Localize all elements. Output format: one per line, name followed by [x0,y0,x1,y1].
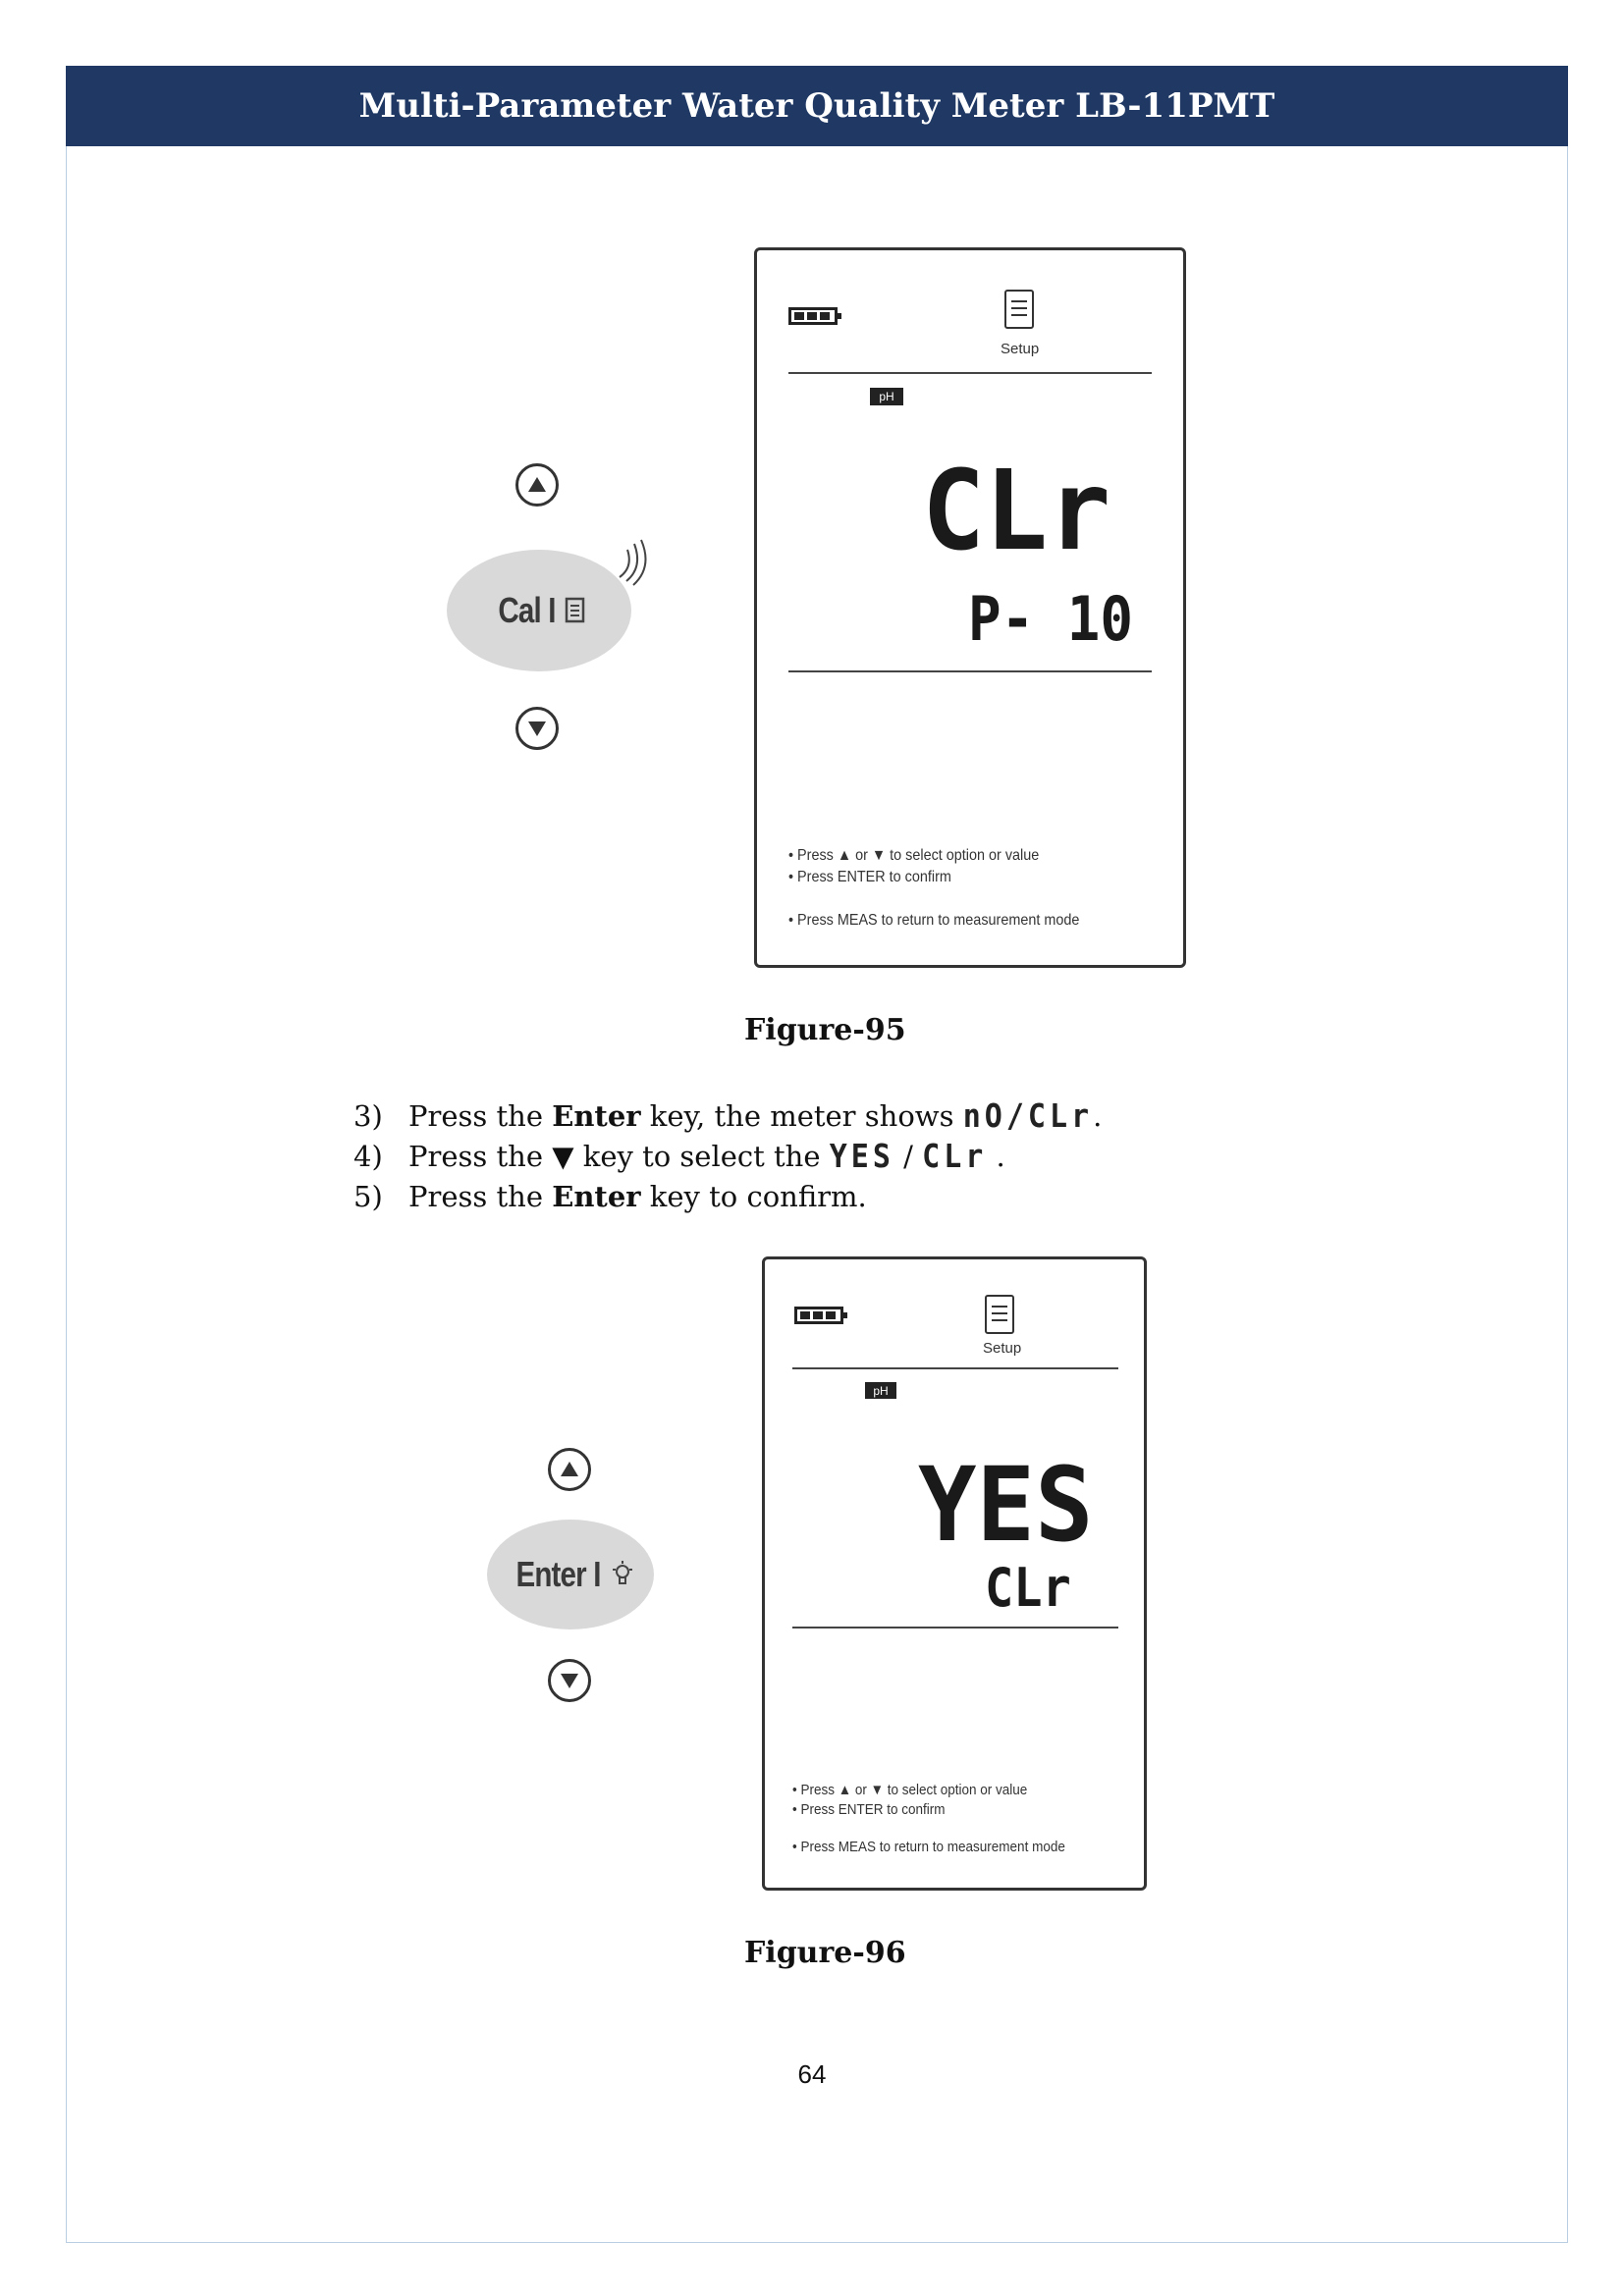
step-text: / [893,1140,923,1173]
figure-95-lcd: Setup pH CLr P- 10 • Press ▲ or ▼ to sel… [754,247,1186,968]
press-signal-icon [619,539,647,586]
step-text: key, the meter shows [640,1099,963,1133]
step-text: Press the [408,1099,553,1133]
lcd-main-text: YES [918,1445,1094,1565]
step-number: 4) [353,1140,383,1173]
down-arrow-button [548,1659,591,1702]
backlight-bulb-icon [612,1561,632,1584]
header-bar: Multi-Parameter Water Quality Meter LB-1… [66,66,1568,146]
page-number: 64 [797,2059,827,2089]
down-arrow-button [515,707,559,750]
ph-badge: pH [870,388,903,405]
step-text: key to confirm. [640,1180,867,1213]
cal-key-label: Cal I [498,590,557,630]
lcd-top-rule [788,372,1152,374]
lcd-sub-text: CLr [985,1557,1071,1619]
lcd-inline-text: YES [829,1138,894,1176]
lcd-bottom-rule [788,670,1152,672]
up-arrow-button [548,1448,591,1491]
lcd-hint: • Press ENTER to confirm [788,869,951,885]
setup-doc-icon [565,597,584,623]
battery-icon [788,307,841,325]
lcd-sub-text: P- 10 [968,583,1133,655]
lcd-inline-text: CLr [922,1138,988,1176]
enter-key: Enter I [487,1520,654,1629]
lcd-inline-text: nO/CLr [962,1097,1094,1136]
lcd-main-text: CLr [922,448,1111,575]
step-bold: Enter [552,1180,641,1213]
battery-icon [794,1307,847,1324]
step-text: Press the [408,1180,553,1213]
ph-badge: pH [865,1382,896,1399]
down-triangle-icon [528,721,546,736]
figure-96-caption: Figure-96 [744,1936,906,1970]
step-5: 5) Press the Enter key to confirm. [353,1177,1102,1216]
instruction-steps: 3) Press the Enter key, the meter shows … [353,1096,1102,1216]
enter-key-label: Enter I [515,1554,602,1594]
document-title: Multi-Parameter Water Quality Meter LB-1… [358,86,1275,126]
up-triangle-icon [561,1462,578,1476]
cal-setup-key: Cal I [447,550,631,671]
figure-95-caption: Figure-95 [744,1013,906,1047]
step-number: 3) [353,1099,383,1133]
setup-label: Setup [983,1340,1022,1357]
lcd-hint: • Press ENTER to confirm [792,1801,946,1818]
lcd-bottom-rule [792,1627,1118,1629]
setup-icon [1004,290,1034,329]
step-text: Press the ▼ key to select the [408,1140,830,1173]
lcd-hint: • Press MEAS to return to measurement mo… [792,1839,1065,1855]
down-triangle-icon [561,1674,578,1688]
setup-icon [985,1295,1014,1334]
step-number: 5) [353,1180,383,1213]
lcd-hint: • Press ▲ or ▼ to select option or value [792,1782,1028,1798]
step-4: 4) Press the ▼ key to select the YES / C… [353,1137,1102,1177]
step-bold: Enter [552,1099,641,1133]
lcd-hint: • Press MEAS to return to measurement mo… [788,912,1080,929]
step-3: 3) Press the Enter key, the meter shows … [353,1096,1102,1137]
lcd-hint: • Press ▲ or ▼ to select option or value [788,847,1040,864]
step-text: . [1093,1099,1103,1133]
setup-label: Setup [1001,341,1040,357]
up-triangle-icon [528,477,546,492]
step-text: . [987,1140,1005,1173]
lcd-top-rule [792,1367,1118,1369]
figure-96-lcd: Setup pH YES CLr • Press ▲ or ▼ to selec… [762,1256,1147,1891]
up-arrow-button [515,463,559,507]
